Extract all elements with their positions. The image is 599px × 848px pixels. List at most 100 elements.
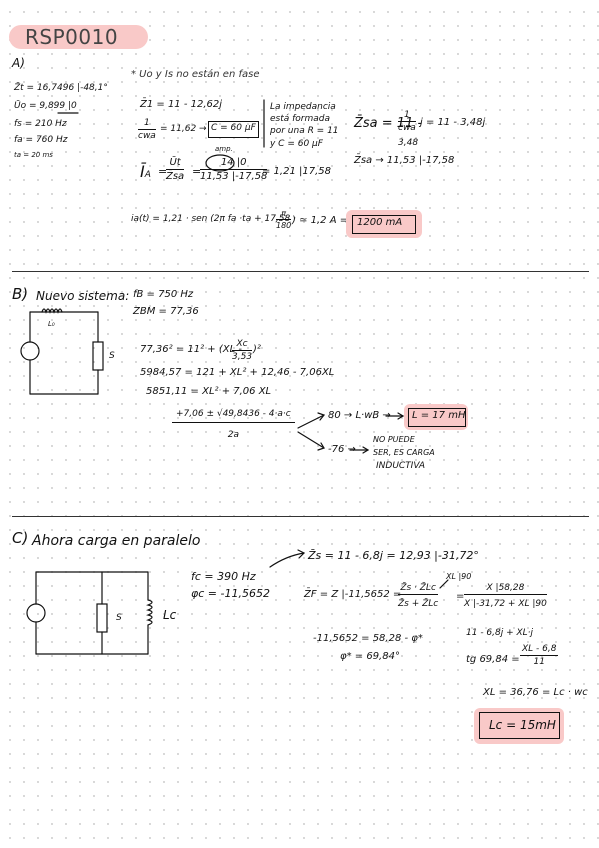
section-divider (12, 271, 589, 272)
tangent-fraction: XL - 6,8 11 (520, 644, 559, 667)
b-eq1-fraction-den: 3,53 (232, 352, 253, 362)
zsa-fraction-num: 1 (398, 111, 416, 122)
arrow-root-1-icon (297, 414, 325, 429)
impedance-note-line: La impedancia (270, 102, 336, 112)
arrow-zs-icon (269, 552, 305, 568)
ia-fraction-num: π (276, 210, 292, 220)
equals-sign: = (158, 165, 168, 178)
lc-result-box (479, 712, 560, 739)
ia-approx: ) ≃ 1,2 A = (292, 215, 349, 226)
amp-note: amp. (215, 145, 233, 153)
ia-fraction-den: 180 (276, 221, 292, 230)
isa-fraction-2-num: 14 |0 (200, 158, 268, 170)
cap-fraction: 1 cwa (138, 119, 156, 141)
root-2: -76 → (328, 444, 356, 455)
phase-equation-1: -11,5652 = 58,28 - φ* (313, 633, 423, 644)
circuit-b (20, 308, 104, 395)
source-c-label: S (116, 613, 122, 623)
zsa-polar: Z̄sa → 11,53 |-17,58 (354, 155, 455, 166)
b-eq1-fraction: Xc 3,53 (232, 340, 253, 362)
circuit-c (26, 571, 153, 655)
zf-fraction-2: X |58,28 X |-31,72 + XL |90 (464, 584, 547, 609)
phase-equation-2: φ* = 69,84° (340, 651, 400, 662)
ia-time-equation: ia(t) = 1,21 · sen (2π fa ·ta + 17,58 · (131, 214, 296, 224)
section-c-heading: Ahora carga en paralelo (32, 533, 201, 549)
isa-fraction-1: Ūt Z̄sa (166, 158, 185, 182)
b-equation-3: 5851,11 = XL² + 7,06 XL (146, 386, 272, 397)
b-equation-1: 77,36² = 11² + (XL - (140, 344, 242, 355)
cap-fraction-num: 1 (138, 119, 156, 130)
source-b-label: S (109, 351, 115, 361)
isa-fraction-2: 14 |0 11,53 |-17,58 (200, 158, 268, 182)
ia-result: 1200 mA (357, 217, 403, 228)
fc-value: fc = 390 Hz (191, 570, 256, 583)
equals-sign: = (456, 591, 465, 602)
cap-value: = 11,62 → (160, 124, 207, 134)
isa-result: = 1,21 |17,58 (262, 166, 331, 177)
zf-fraction-1-den: Z̄s + Z̄Lc (398, 599, 439, 609)
zf-fraction-1: Z̄s · Z̄Lc Z̄s + Z̄Lc (398, 584, 439, 609)
cap-result-box (208, 121, 259, 138)
section-b-heading: Nuevo sistema: (36, 289, 130, 303)
isa-fraction-2-den: 11,53 |-17,58 (200, 171, 268, 182)
equals-sign: = (192, 165, 202, 178)
impedance-note-line: por una R = 11 (270, 126, 339, 136)
phase-note: * Uo y Is no están en fase (131, 69, 260, 80)
section-b-label: B) (12, 285, 29, 303)
z1-equation: Z̄1 = 11 - 12,62j (140, 99, 223, 110)
isa-fraction-1-num: Ūt (166, 158, 185, 170)
isa-fraction-1-den: Z̄sa (166, 171, 185, 182)
zf-fraction-1-num: Z̄s · Z̄Lc (398, 584, 439, 595)
zf-fraction-2-num: X |58,28 (464, 584, 547, 595)
zf-fraction-2-den: X |-31,72 + XL |90 (464, 599, 547, 609)
isa-subscript: A (144, 170, 151, 180)
zsa-sub: 3,48 (398, 138, 419, 148)
b-equation-2: 5984,57 = 121 + XL² + 12,46 - 7,06XL (140, 367, 335, 378)
isa-symbol: ĪA (140, 164, 151, 180)
xl-equation: XL = 36,76 = Lc · wc (483, 687, 588, 698)
section-c-label: C) (12, 529, 29, 547)
b-eq1-close: )² (253, 344, 261, 355)
document-title: RSP0010 (9, 25, 148, 49)
cap-result: C = 60 µF (211, 123, 256, 133)
given-uo: Ūo = 9,899 |0 (14, 101, 77, 111)
zsa-fraction-den: cwa (398, 123, 416, 133)
root-2-note: INDUCTIVA (376, 461, 426, 471)
quadratic-formula: +7,06 ± √49,8436 - 4·a·c 2a (172, 410, 295, 440)
lc-result: Lc = 15mH (489, 718, 556, 732)
root-2-note: SER, ES CARGA (373, 448, 435, 457)
inductor-b-icon (41, 308, 63, 314)
root-2-note: NO PUEDE (373, 435, 415, 444)
zs-equation: Z̄s = 11 - 6,8j = 12,93 |-31,72° (308, 549, 479, 562)
phic-value: φc = -11,5652 (191, 587, 270, 600)
impedance-note-line: está formada (270, 114, 331, 124)
section-divider (12, 516, 589, 517)
l-result: L = 17 mH (412, 410, 466, 421)
given-zt: Z̄t = 16,7496 |-48,1° (14, 83, 108, 93)
zbm-value: ZBM = 77,36 (133, 306, 199, 317)
root-1: 80 → L·wB → (328, 410, 391, 421)
zsa-lhs: Z̄sa = 11 - (354, 116, 423, 131)
zsa-rhs: j = 11 - 3,48j (420, 117, 486, 128)
denominator-expansion: 11 - 6,8j + XL·j (466, 628, 534, 638)
zf-equation: Z̄F = Z |-11,5652 = (304, 589, 402, 600)
cap-fraction-den: cwa (138, 131, 156, 141)
zsa-fraction: 1 cwa (398, 111, 416, 133)
fb-value: fB = 750 Hz (133, 289, 194, 300)
impedance-note-line: y C = 60 µF (270, 139, 323, 149)
b-eq1-fraction-num: Xc (232, 340, 253, 351)
section-a-label: A) (12, 56, 25, 70)
arrow-root-2-icon (297, 431, 325, 449)
ia-fraction: π 180 (276, 210, 292, 230)
isa-letter: Ī (140, 162, 145, 181)
given-ta: ta = 20 ms (14, 151, 53, 159)
tangent-fraction-den: 11 (533, 657, 545, 667)
zsa-equation: Z̄sa = 11 - (354, 117, 422, 130)
inductor-c-label: Lc (163, 608, 177, 622)
ia-result-box (352, 215, 416, 234)
given-fa: fa = 760 Hz (14, 135, 68, 145)
tangent-fraction-num: XL - 6,8 (520, 644, 559, 656)
quadratic-num: +7,06 ± √49,8436 - 4·a·c (172, 410, 295, 423)
xl-note: XL |90 (446, 572, 472, 581)
quadratic-den: 2a (227, 430, 239, 440)
